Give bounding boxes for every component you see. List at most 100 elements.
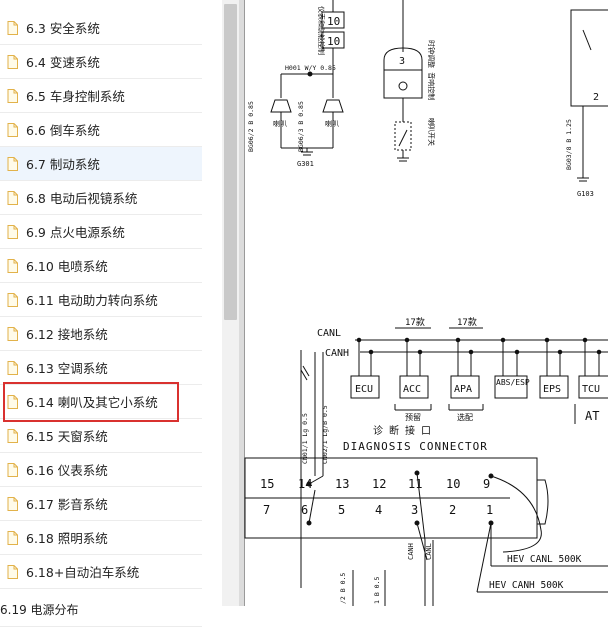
wire-cn02: CN02/1 Lg/B 0.5 [321,405,329,464]
toc-item[interactable]: 6.18 照明系统 [0,521,202,555]
document-icon [7,292,18,307]
document-icon [7,224,18,239]
toc-item-label: 6.9 点火电源系统 [26,225,125,240]
bottom-wire-2: 1 B 0.5 [373,577,381,604]
document-icon [7,88,18,103]
toc-item[interactable]: 6.17 影音系统 [0,487,202,521]
horn-right-symbol [322,99,344,113]
pin-bottom-1: 1 [486,503,493,517]
fuse-bottom: 10 [327,35,340,48]
toc-item[interactable]: 6.9 点火电源系统 [0,215,202,249]
toc-item[interactable]: 6.8 电动后视镜系统 [0,181,202,215]
document-icon [7,258,18,273]
toc-item-label: 6.8 电动后视镜系统 [26,191,138,206]
hev-canl-label: HEV CANL 500K [507,554,582,565]
scrollbar-thumb[interactable] [224,4,237,320]
optional-label: 选配 [457,412,473,422]
toc-item[interactable]: 6.15 天窗系统 [0,419,202,453]
pin-bottom-2: 2 [449,503,456,517]
pin-top-14: 14 [298,477,312,491]
toc-item-label: 6.13 空调系统 [26,361,108,376]
toc-item-label: 6.10 电喷系统 [26,259,108,274]
toc-item-label: 6.15 天窗系统 [26,429,108,444]
toc-item-label: 6.4 变速系统 [26,55,100,70]
ground-g103: G103 [577,190,594,198]
module-abs-esp: ABS/ESP [494,337,530,399]
can-high-label: CANH [325,348,349,359]
sidebar-scrollbar[interactable] [222,0,239,606]
document-icon [7,564,18,579]
at-label: AT [585,409,599,423]
toc-item[interactable]: 6.16 仪表系统 [0,453,202,487]
variant-17-a: 17款 [405,316,425,328]
pin-top-13: 13 [335,477,349,491]
toc-item[interactable]: 6.18+自动泊车系统 [0,555,202,589]
toc-item[interactable]: 6.5 车身控制系统 [0,79,202,113]
toc-item[interactable]: 6.7 制动系统 [0,147,202,181]
toc-item-label: 6.17 影音系统 [26,497,108,512]
wire-h001: H001 W/Y 0.85 [285,64,336,72]
wiring-schematic: 10 10 H001 W/Y 0.85 仪表和前舱控制 喇叭 喇叭 BG06/2… [244,0,608,606]
toc-item[interactable]: 6.3 安全系统 [0,11,202,45]
toc-item[interactable]: 6.12 接地系统 [0,317,202,351]
toc-item-label: 6.16 仪表系统 [26,463,108,478]
wire-canl-down: CANL [425,543,433,560]
pin-top-9: 9 [483,477,490,491]
switch-module [383,47,423,99]
toc-item[interactable]: 6.6 倒车系统 [0,113,202,147]
toc-item[interactable]: 6.13 空调系统 [0,351,202,385]
module-apa-label: APA [454,384,472,395]
pin-bottom-6: 6 [301,503,308,517]
pin-top-10: 10 [446,477,460,491]
toc-item[interactable]: 6.10 电喷系统 [0,249,202,283]
document-icon [7,54,18,69]
horn-switch-label: 喇叭开关 [427,118,436,146]
diagnosis-cn-label: 诊 断 接 口 [373,424,431,437]
document-icon [7,462,18,477]
wire-cn01: CN01/1 Lg 0.5 [301,413,309,464]
module-ecu: ECU [350,337,380,399]
horn-right-wire: BG06/3 B 0.85 [297,101,305,152]
toc-item-label: 6.19 电源分布 [0,603,79,617]
right-wire: BG03/8 B 1.25 [565,119,573,170]
module-tcu: TCU [578,337,608,399]
module-eps: EPS [539,337,569,399]
can-low-label: CANL [317,328,341,339]
toc-item-label: 6.18 照明系统 [26,531,108,546]
module-acc-label: ACC [403,384,421,395]
module-apa: APA [450,337,480,399]
toc-sidebar: 6.3 安全系统 6.4 变速系统 6.5 车身控制系统 6.6 倒车系统 6.7 制动… [0,0,222,627]
document-icon [7,530,18,545]
variant-17-b: 17款 [457,316,477,328]
document-icon [7,428,18,443]
module-ecu-label: ECU [355,384,373,395]
switch-number: 3 [399,56,405,67]
document-icon [7,496,18,511]
module-tcu-label: TCU [582,384,600,395]
toc-item-label: 6.12 接地系统 [26,327,108,342]
toc-item-label: 6.14 喇叭及其它小系统 [26,395,158,410]
toc-item[interactable]: 6.19 电源分布 [0,593,202,627]
pin-top-11: 11 [408,477,422,491]
document-icon [7,20,18,35]
document-icon [7,190,18,205]
document-icon [7,326,18,341]
toc-item[interactable]: 6.4 变速系统 [0,45,202,79]
toc-item-label: 6.3 安全系统 [26,21,100,36]
panel-control-text: 仪表和前舱控制 [317,6,326,55]
toc-item[interactable]: 6.11 电动助力转向系统 [0,283,202,317]
right-module-number: 2 [593,92,599,103]
toc-item-label: 6.6 倒车系统 [26,123,100,138]
pin-top-15: 15 [260,477,274,491]
pin-bottom-7: 7 [263,503,270,517]
toc-item-label: 6.11 电动助力转向系统 [26,293,158,308]
toc-item[interactable]: 6.14 喇叭及其它小系统 [0,385,202,419]
right-module-box [570,9,608,107]
pin-bottom-4: 4 [375,503,382,517]
toc-item-label: 6.18+自动泊车系统 [26,565,140,580]
pin-bottom-5: 5 [338,503,345,517]
pin-bottom-3: 3 [411,503,418,517]
module-abs-esp-label: ABS/ESP [496,378,530,387]
document-viewer: 10 10 H001 W/Y 0.85 仪表和前舱控制 喇叭 喇叭 BG06/2… [239,0,608,606]
